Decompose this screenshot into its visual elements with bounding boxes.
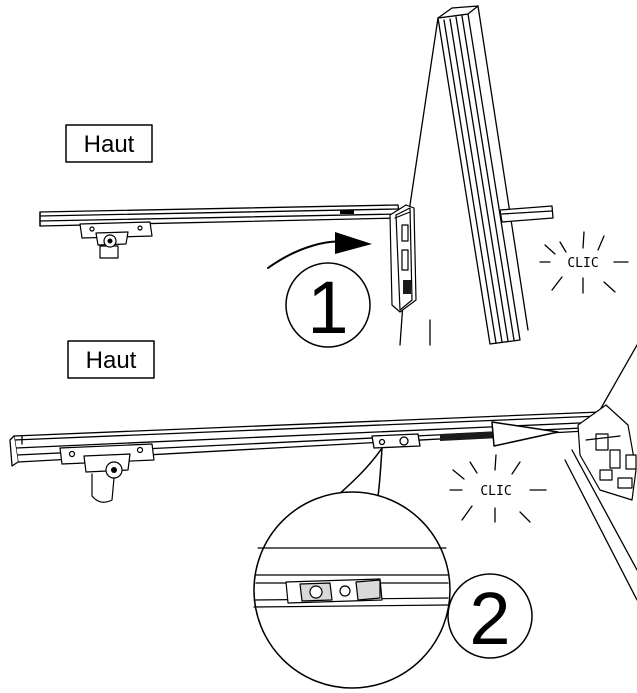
top-curved-arrow <box>267 232 372 269</box>
clic-burst-top: CLIC <box>539 231 629 294</box>
step-1-marker: 1 <box>285 262 371 349</box>
top-upright-post <box>399 5 529 346</box>
step-1-number: 1 <box>307 266 348 349</box>
top-label-box: Haut <box>65 124 153 163</box>
top-label-text: Haut <box>84 131 135 158</box>
top-end-bracket <box>389 204 417 313</box>
bottom-hinge-bracket <box>59 443 155 503</box>
magnifier-callout <box>253 447 451 689</box>
clic-burst-bottom: CLIC <box>449 454 547 523</box>
step-2-marker: 2 <box>447 573 533 660</box>
top-figure: Haut <box>39 5 629 349</box>
clic-text-top: CLIC <box>567 256 598 271</box>
magnified-rail <box>253 547 449 608</box>
bottom-end-bracket <box>577 404 637 501</box>
top-rail <box>39 204 554 227</box>
top-hinge-bracket <box>79 221 153 259</box>
step-2-number: 2 <box>469 577 510 660</box>
bottom-label-box: Haut <box>67 340 155 379</box>
bottom-panel-edge <box>564 344 637 601</box>
bottom-label-text: Haut <box>86 347 137 374</box>
bottom-figure: Haut <box>9 340 637 689</box>
clic-text-bottom: CLIC <box>480 484 511 499</box>
